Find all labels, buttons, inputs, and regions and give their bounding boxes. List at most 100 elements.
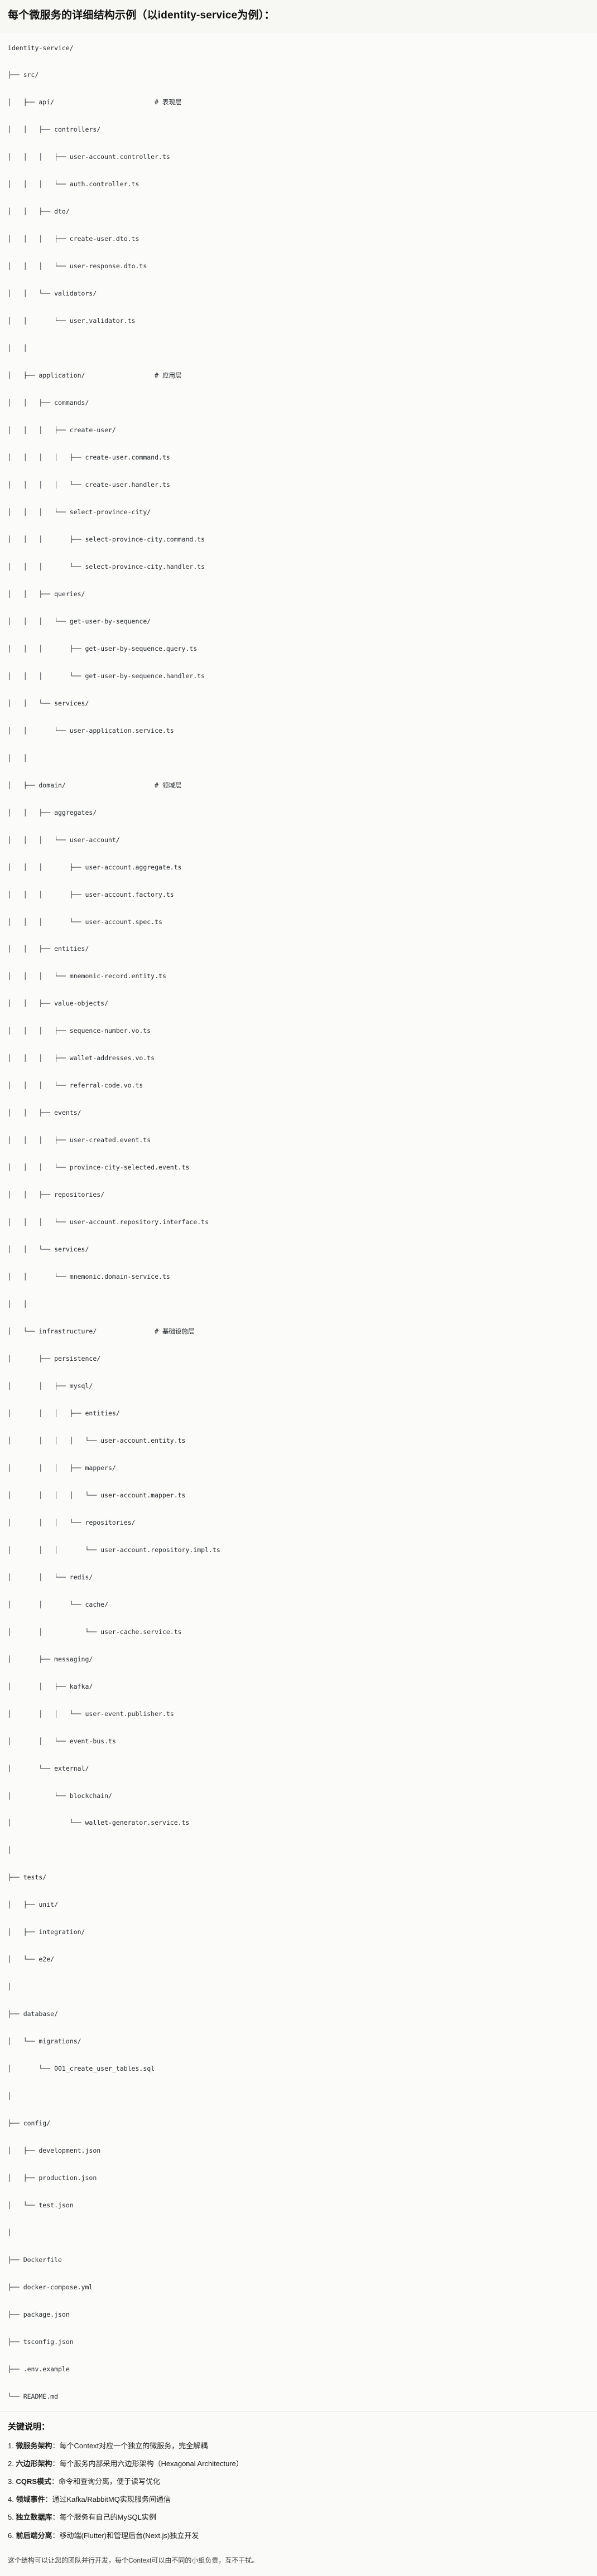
tree-line: │ │ │ └── user-account.spec.ts <box>8 917 162 926</box>
tree-line: │ └── infrastructure/ # 基础设施层 <box>8 1327 195 1336</box>
tree-line: │ └── test.json <box>8 2201 74 2210</box>
tree-line: │ │ │ └── province-city-selected.event.t… <box>8 1163 190 1172</box>
tree-line-comment: # 领域层 <box>155 781 182 789</box>
key-note-text: ：移动端(Flutter)和管理后台(Next.js)独立开发 <box>52 2531 199 2540</box>
tree-line: │ │ ├── mysql/ <box>8 1381 93 1390</box>
tree-line: │ ├── application/ # 应用层 <box>8 371 182 380</box>
tree-line: │ │ └── validators/ <box>8 289 97 298</box>
tree-line: │ │ │ ├── wallet-addresses.vo.ts <box>8 1054 155 1062</box>
tree-line: │ │ │ ├── mappers/ <box>8 1463 116 1472</box>
tree-line: │ <box>8 2229 12 2236</box>
page-title: 每个微服务的详细结构示例（以identity-service为例）： <box>0 0 597 32</box>
tree-line: │ │ │ ├── create-user.dto.ts <box>8 235 139 243</box>
tree-line: │ <box>8 2092 12 2100</box>
tree-line: │ │ │ └── auth.controller.ts <box>8 180 139 189</box>
tree-line: │ └── external/ <box>8 1764 89 1772</box>
tree-line: │ │ │ └── select-province-city.handler.t… <box>8 562 205 571</box>
key-note-item: 4. 领域事件：通过Kafka/RabbitMQ实现服务间通信 <box>8 2493 589 2505</box>
tree-line: │ │ └── user-cache.service.ts <box>8 1627 182 1636</box>
tree-line: │ │ │ └── referral-code.vo.ts <box>8 1081 143 1090</box>
tree-line: │ │ │ └── get-user-by-sequence/ <box>8 617 151 625</box>
tree-line: ├── Dockerfile <box>8 2255 62 2264</box>
tree-line: │ │ │ ├── user-account.aggregate.ts <box>8 863 182 871</box>
tree-line: │ │ <box>8 1300 27 1308</box>
tree-line: │ │ ├── controllers/ <box>8 125 101 134</box>
tree-line: │ │ ├── commands/ <box>8 399 89 407</box>
tree-line: │ ├── development.json <box>8 2147 101 2155</box>
key-note-item: 6. 前后端分离：移动端(Flutter)和管理后台(Next.js)独立开发 <box>8 2530 589 2541</box>
tree-line: │ │ └── event-bus.ts <box>8 1737 116 1745</box>
tree-line: ├── tsconfig.json <box>8 2337 74 2346</box>
tree-line: │ │ │ │ ├── create-user.command.ts <box>8 453 170 462</box>
key-note-text: ：通过Kafka/RabbitMQ实现服务间通信 <box>45 2495 171 2504</box>
key-note-label: 六边形架构 <box>16 2459 52 2468</box>
tree-line: │ │ ├── dto/ <box>8 207 70 216</box>
tree-line: └── README.md <box>8 2392 59 2400</box>
directory-tree: identity-service/ ├── src/ │ ├── api/ # … <box>8 41 589 2404</box>
tree-line: │ └── e2e/ <box>8 1955 55 1964</box>
tree-line: identity-service/ <box>8 44 74 52</box>
key-note-index: 6. <box>8 2531 16 2540</box>
tree-line: │ ├── production.json <box>8 2174 97 2182</box>
tree-line: │ │ │ └── select-province-city/ <box>8 508 151 516</box>
tree-line: │ │ └── user.validator.ts <box>8 317 136 325</box>
tree-line: │ │ └── services/ <box>8 1245 89 1254</box>
tree-line: │ │ │ └── user-response.dto.ts <box>8 262 147 270</box>
tree-line: │ │ └── redis/ <box>8 1573 93 1581</box>
key-note-label: 微服务架构 <box>16 2442 52 2451</box>
key-note-text: ：命令和查询分离，便于读写优化 <box>51 2477 161 2486</box>
key-note-label: CQRS模式 <box>16 2477 52 2486</box>
tree-line: │ │ <box>8 753 27 762</box>
tree-line: │ └── migrations/ <box>8 2037 81 2046</box>
tree-line: │ │ │ └── user-account.repository.impl.t… <box>8 1545 220 1554</box>
tree-line: │ └── wallet-generator.service.ts <box>8 1819 190 1827</box>
tree-line: │ └── 001_create_user_tables.sql <box>8 2065 155 2073</box>
tree-line: │ │ │ ├── user-created.event.ts <box>8 1136 151 1144</box>
tree-line: │ │ │ └── user-account.repository.interf… <box>8 1218 209 1226</box>
tree-line: │ <box>8 1983 12 1991</box>
tree-line-comment: # 基础设施层 <box>155 1327 195 1336</box>
tree-line: │ │ │ │ └── user-account.entity.ts <box>8 1436 186 1444</box>
key-notes-title: 关键说明： <box>8 2422 50 2432</box>
key-note-index: 1. <box>8 2442 16 2451</box>
key-note-item: 1. 微服务架构：每个Context对应一个独立的微服务，完全解耦 <box>8 2440 589 2452</box>
tree-line: │ │ │ ├── sequence-number.vo.ts <box>8 1027 151 1035</box>
key-note-index: 3. <box>8 2477 16 2486</box>
tree-line: │ ├── messaging/ <box>8 1655 93 1663</box>
key-note-text: ：每个服务内部采用六边形架构（Hexagonal Architecture） <box>52 2459 243 2468</box>
tree-line: ├── tests/ <box>8 1873 47 1882</box>
tree-line-comment: # 表现层 <box>155 98 182 107</box>
key-note-item: 2. 六边形架构：每个服务内部采用六边形架构（Hexagonal Archite… <box>8 2458 589 2469</box>
key-note-index: 5. <box>8 2513 16 2522</box>
tree-line: │ │ ├── value-objects/ <box>8 999 109 1008</box>
tree-line: │ │ │ └── get-user-by-sequence.handler.t… <box>8 671 205 680</box>
tree-line: ├── src/ <box>8 71 39 79</box>
key-note-label: 独立数据库 <box>16 2513 52 2522</box>
tree-line: │ ├── domain/ # 领域层 <box>8 781 182 789</box>
tree-line: │ ├── api/ # 表现层 <box>8 98 182 107</box>
tree-line: │ │ │ └── mnemonic-record.entity.ts <box>8 972 166 980</box>
tree-line: │ │ │ └── user-account/ <box>8 835 120 844</box>
tree-line-comment: # 应用层 <box>155 371 182 380</box>
tree-line: ├── config/ <box>8 2119 51 2128</box>
tree-line: │ │ │ ├── select-province-city.command.t… <box>8 535 205 543</box>
tree-line: │ │ │ └── user-event.publisher.ts <box>8 1709 174 1718</box>
tree-line: │ │ ├── repositories/ <box>8 1191 105 1199</box>
key-note-text: ：每个服务有自己的MySQL实例 <box>52 2513 156 2522</box>
key-note-text: ：每个Context对应一个独立的微服务，完全解耦 <box>52 2442 208 2451</box>
tree-line: ├── database/ <box>8 2010 59 2018</box>
tree-line: ├── package.json <box>8 2310 70 2318</box>
tree-line: │ │ │ ├── get-user-by-sequence.query.ts <box>8 644 198 653</box>
directory-tree-code-block: identity-service/ ├── src/ │ ├── api/ # … <box>0 32 597 2412</box>
tree-line: │ │ │ │ └── user-account.mapper.ts <box>8 1491 186 1499</box>
tree-line: │ │ │ ├── entities/ <box>8 1409 120 1417</box>
tree-line: │ │ │ ├── create-user/ <box>8 426 116 434</box>
key-note-item: 5. 独立数据库：每个服务有自己的MySQL实例 <box>8 2511 589 2523</box>
tree-line: │ │ │ └── repositories/ <box>8 1518 136 1526</box>
tree-line: │ │ ├── aggregates/ <box>8 808 97 816</box>
key-note-item: 3. CQRS模式：命令和查询分离，便于读写优化 <box>8 2476 589 2487</box>
tree-line: │ ├── persistence/ <box>8 1355 101 1362</box>
tree-line: │ │ └── services/ <box>8 699 89 707</box>
key-note-index: 4. <box>8 2495 16 2504</box>
